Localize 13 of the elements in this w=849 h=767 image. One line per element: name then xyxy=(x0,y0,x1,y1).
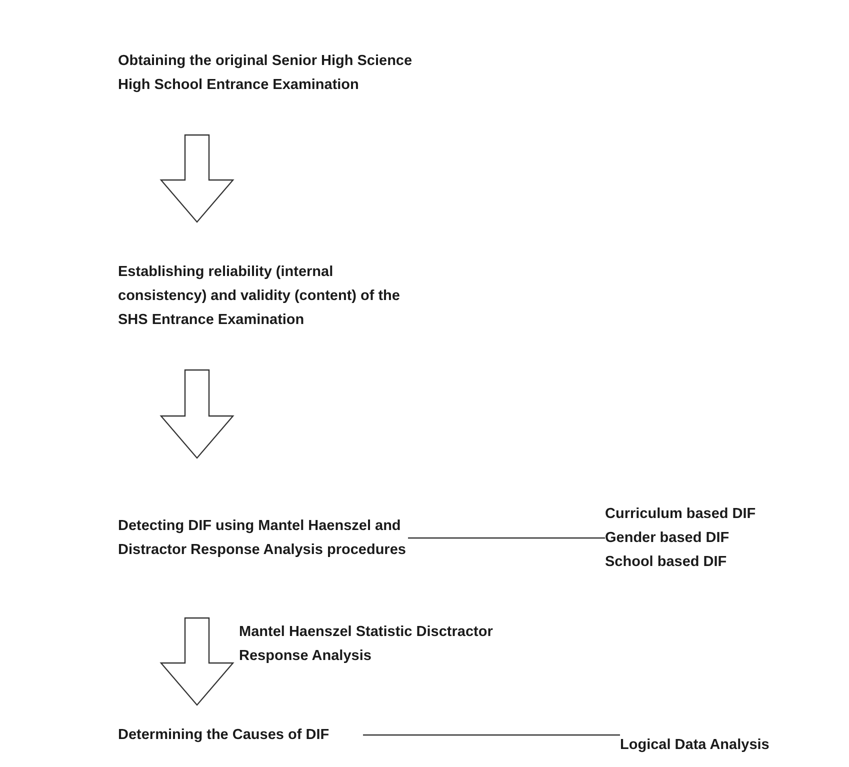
step-text: Determining the Causes of DIF xyxy=(118,726,330,745)
block-arrow xyxy=(160,617,234,706)
step-text: Gender based DIF xyxy=(605,529,730,548)
step-text: Curriculum based DIF xyxy=(605,505,757,524)
connector-line xyxy=(408,537,605,539)
step-text: Detecting DIF using Mantel Haenszel and Distractor Response Analysis procedures xyxy=(118,517,407,560)
step-text: School based DIF xyxy=(605,553,728,572)
block-arrow xyxy=(160,369,234,459)
block-arrow xyxy=(160,134,234,223)
step-text: Obtaining the original Senior High Science High School Entrance Examination xyxy=(118,52,414,94)
step-text: Establishing reliability (internal consistency) and validity (content) of the SHS Entrance Examination xyxy=(118,263,401,330)
step-text: Logical Data Analysis xyxy=(620,736,770,755)
connector-line xyxy=(363,734,620,736)
